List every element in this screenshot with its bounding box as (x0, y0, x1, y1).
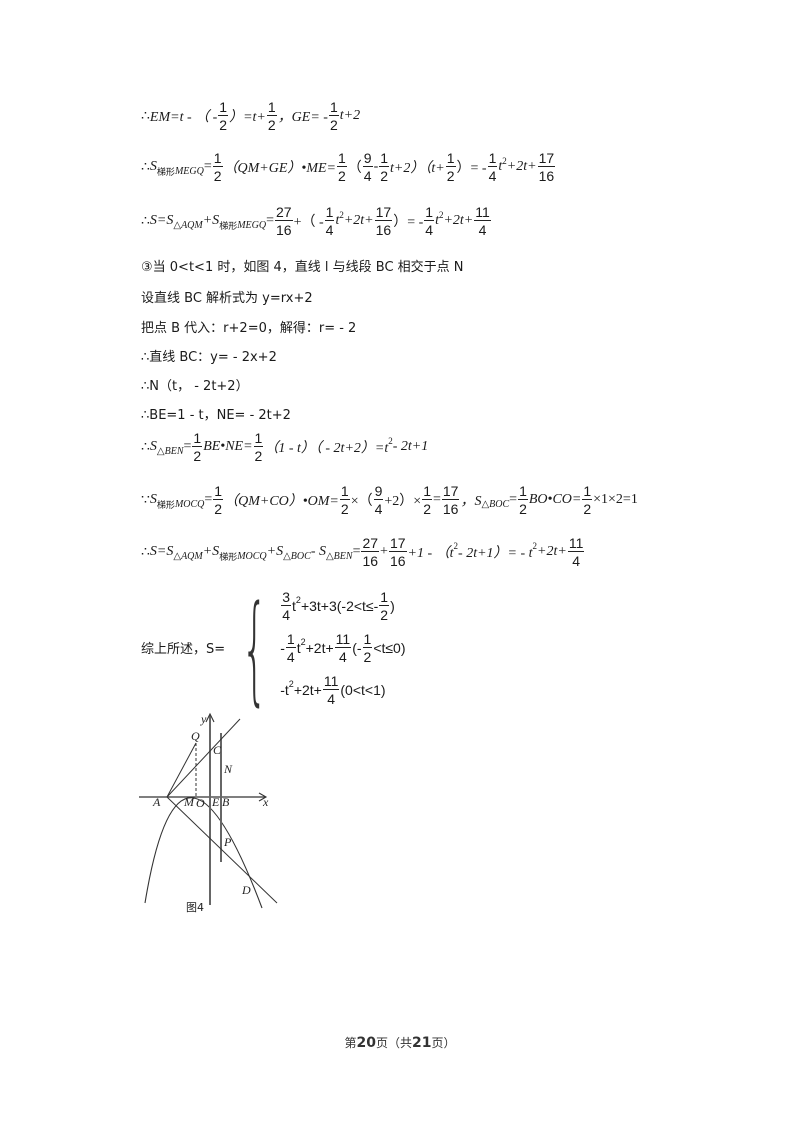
left-brace: { (241, 578, 268, 717)
label-c: C (213, 743, 222, 757)
label-b: B (222, 795, 230, 809)
figure-4-diagram: y x Q C N A M O E B P D 图4 (139, 712, 278, 914)
figure-caption: 图4 (186, 901, 204, 914)
line-ac (166, 718, 241, 798)
current-page: 20 (356, 1035, 376, 1051)
label-y: y (200, 712, 207, 726)
substitute-b: 把点 B 代入：r+2=0，解得：r= - 2 (141, 321, 357, 336)
total-pages: 21 (412, 1035, 432, 1051)
label-e: E (211, 795, 220, 809)
summary-label: 综上所述，S= (141, 642, 226, 657)
be-ne-lengths: ∴BE=1 - t，NE= - 2t+2 (141, 408, 291, 423)
parabola-curve (144, 797, 263, 909)
label-n: N (223, 762, 233, 776)
line-ad (166, 796, 278, 904)
label-a: A (152, 795, 161, 809)
label-d: D (241, 883, 251, 897)
segment-aq (166, 742, 197, 798)
line-bc-equation: ∴直线 BC：y= - 2x+2 (141, 350, 277, 365)
line-bc-setup: 设直线 BC 解析式为 y=rx+2 (141, 291, 313, 306)
point-n: ∴N（t， - 2t+2） (141, 379, 249, 394)
label-m: M (183, 795, 195, 809)
label-x: x (262, 795, 269, 809)
label-q: Q (191, 729, 200, 743)
label-o: O (196, 796, 205, 810)
case3-intro: ③当 0<t<1 时，如图 4，直线 l 与线段 BC 相交于点 N (141, 260, 464, 275)
page-footer: 第20页（共21页） (344, 1035, 456, 1051)
label-p: P (223, 835, 232, 849)
